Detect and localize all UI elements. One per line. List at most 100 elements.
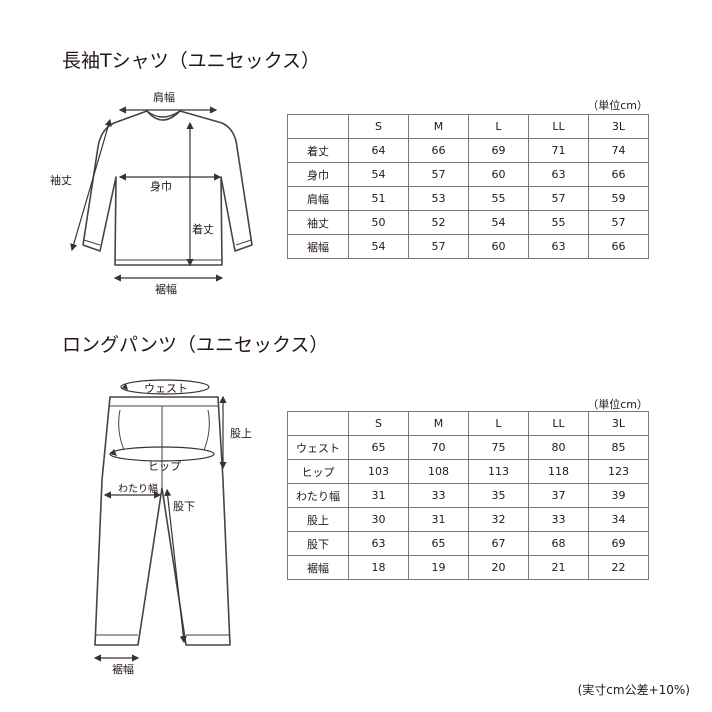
value-cell: 69 [588, 531, 649, 556]
header-cell: LL [528, 114, 589, 139]
value-cell: 22 [588, 555, 649, 580]
header-cell: L [468, 411, 529, 436]
value-cell: 18 [348, 555, 409, 580]
header-cell: M [408, 114, 469, 139]
table-row: 股上 30 31 32 33 34 [287, 507, 649, 532]
value-cell: 65 [408, 531, 469, 556]
value-cell: 51 [348, 186, 409, 211]
value-cell: 50 [348, 210, 409, 235]
value-cell: 55 [528, 210, 589, 235]
value-cell: 57 [408, 234, 469, 259]
value-cell: 39 [588, 483, 649, 508]
table-row: 身巾 54 57 60 63 66 [287, 162, 649, 187]
value-cell: 54 [468, 210, 529, 235]
value-cell: 85 [588, 435, 649, 460]
row-label: 袖丈 [287, 210, 349, 235]
pants-label-thigh: わたり幅 [118, 482, 158, 495]
value-cell: 113 [468, 459, 529, 484]
value-cell: 57 [528, 186, 589, 211]
value-cell: 54 [348, 162, 409, 187]
value-cell: 57 [408, 162, 469, 187]
shirt-label-sleeve: 袖丈 [50, 173, 72, 187]
value-cell: 31 [348, 483, 409, 508]
header-cell: 3L [588, 114, 649, 139]
value-cell: 65 [348, 435, 409, 460]
table-row: 股下 63 65 67 68 69 [287, 531, 649, 556]
pants-diagram: ウェスト 股上 ヒップ わたり幅 股下 裾幅 [40, 370, 270, 686]
pants-label-waist: ウェスト [144, 382, 188, 395]
pants-size-table: S M L LL 3L ウェスト 65 70 75 80 85 ヒップ 103 … [287, 411, 649, 580]
table-row: 着丈 64 66 69 71 74 [287, 138, 649, 163]
value-cell: 80 [528, 435, 589, 460]
header-cell: S [348, 114, 409, 139]
table-row: 肩幅 51 53 55 57 59 [287, 186, 649, 211]
inseam-arrow [164, 488, 187, 644]
shirt-illustration: 肩幅 袖丈 身巾 着丈 裾幅 [50, 90, 253, 296]
value-cell: 64 [348, 138, 409, 163]
value-cell: 55 [468, 186, 529, 211]
value-cell: 59 [588, 186, 649, 211]
row-label: 股上 [287, 507, 349, 532]
table-row: わたり幅 31 33 35 37 39 [287, 483, 649, 508]
shirt-unit: （単位cm） [587, 99, 648, 112]
pants-label-rise: 股上 [230, 427, 252, 440]
header-cell [287, 114, 349, 139]
value-cell: 66 [588, 162, 649, 187]
value-cell: 54 [348, 234, 409, 259]
value-cell: 68 [528, 531, 589, 556]
row-label: 裾幅 [287, 555, 349, 580]
value-cell: 63 [528, 234, 589, 259]
value-cell: 32 [468, 507, 529, 532]
row-label: 着丈 [287, 138, 349, 163]
header-cell: M [408, 411, 469, 436]
header-cell: 3L [588, 411, 649, 436]
header-cell [287, 411, 349, 436]
row-label: 身巾 [287, 162, 349, 187]
row-label: 裾幅 [287, 234, 349, 259]
pants-label-hip: ヒップ [148, 460, 181, 473]
value-cell: 34 [588, 507, 649, 532]
value-cell: 123 [588, 459, 649, 484]
value-cell: 37 [528, 483, 589, 508]
value-cell: 31 [408, 507, 469, 532]
row-label: 股下 [287, 531, 349, 556]
value-cell: 74 [588, 138, 649, 163]
value-cell: 60 [468, 234, 529, 259]
table-row: 裾幅 54 57 60 63 66 [287, 234, 649, 259]
header-cell: L [468, 114, 529, 139]
value-cell: 20 [468, 555, 529, 580]
value-cell: 33 [408, 483, 469, 508]
value-cell: 63 [348, 531, 409, 556]
shirt-label-chest: 身巾 [150, 179, 172, 193]
table-header-row: S M L LL 3L [287, 114, 649, 139]
value-cell: 63 [528, 162, 589, 187]
shirt-diagram: 肩幅 袖丈 身巾 着丈 裾幅 [40, 85, 270, 304]
table-header-row: S M L LL 3L [287, 411, 649, 436]
shirt-label-hem: 裾幅 [155, 282, 177, 296]
row-label: ヒップ [287, 459, 349, 484]
table-row: 袖丈 50 52 54 55 57 [287, 210, 649, 235]
tolerance-note: (実寸cm公差+10%) [577, 683, 690, 697]
shirt-label-length: 着丈 [192, 222, 214, 236]
pants-illustration: ウェスト 股上 ヒップ わたり幅 股下 裾幅 [93, 379, 252, 676]
value-cell: 66 [588, 234, 649, 259]
row-label: 肩幅 [287, 186, 349, 211]
value-cell: 75 [468, 435, 529, 460]
value-cell: 57 [588, 210, 649, 235]
table-row: ヒップ 103 108 113 118 123 [287, 459, 649, 484]
shirt-size-table: S M L LL 3L 着丈 64 66 69 71 74 身巾 54 57 6… [287, 114, 649, 259]
value-cell: 108 [408, 459, 469, 484]
shirt-title: 長袖Tシャツ（ユニセックス） [62, 50, 321, 72]
value-cell: 71 [528, 138, 589, 163]
pants-unit: （単位cm） [587, 398, 648, 411]
value-cell: 53 [408, 186, 469, 211]
value-cell: 60 [468, 162, 529, 187]
row-label: わたり幅 [287, 483, 349, 508]
table-row: 裾幅 18 19 20 21 22 [287, 555, 649, 580]
value-cell: 103 [348, 459, 409, 484]
shirt-label-shoulder: 肩幅 [153, 90, 175, 104]
value-cell: 70 [408, 435, 469, 460]
pants-label-inseam: 股下 [173, 500, 195, 513]
value-cell: 21 [528, 555, 589, 580]
